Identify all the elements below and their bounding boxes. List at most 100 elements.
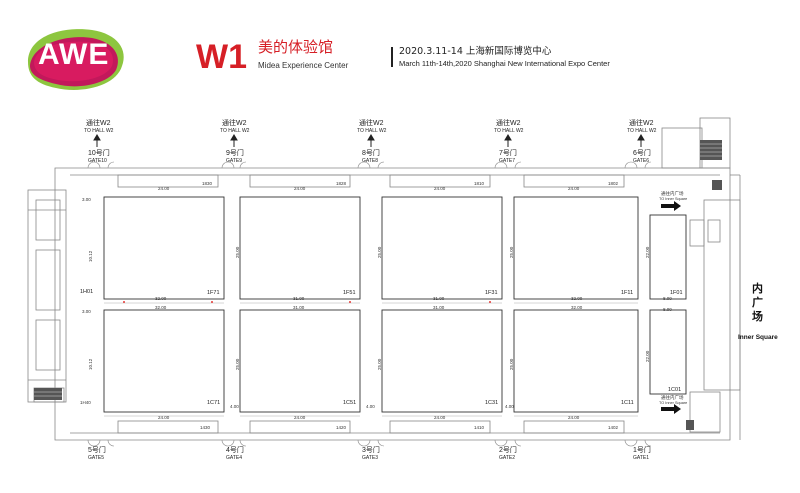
dim-label: 25.00: [509, 358, 514, 370]
dim-label: 31.00: [433, 296, 445, 301]
passage-w2-label-en: TO HALL W2: [494, 128, 524, 134]
dim-label: 24.00: [568, 186, 580, 191]
hall-code: W1: [196, 38, 247, 76]
dim-label: 24.00: [294, 186, 306, 191]
gate-7-label: 7号门: [499, 150, 517, 157]
dim-label: 31.00: [433, 305, 445, 310]
booth-1C31[interactable]: [381, 309, 503, 413]
dim-label: 4.00: [230, 404, 239, 409]
gate-4-label-en: GATE4: [226, 455, 243, 461]
passage-w2-label-en: TO HALL W2: [627, 128, 657, 134]
booths: [103, 196, 687, 413]
to-inner-square-label-en: TO Inner Square: [659, 401, 688, 405]
dim-label: 8.00: [663, 296, 672, 301]
booth-label: 1C31: [485, 400, 499, 406]
hall-walls: [27, 117, 741, 441]
dim-label: 1420: [336, 425, 347, 430]
passage-w2-label-en: TO HALL W2: [220, 128, 250, 134]
passage-w2-label-en: TO HALL W2: [357, 128, 387, 134]
gate-10-label: 10号门: [88, 150, 110, 157]
gate-4-label: 4号门: [226, 447, 244, 454]
booth-label: 1H01: [80, 289, 94, 295]
dim-label: 24.00: [294, 415, 306, 420]
dim-label: 25.00: [235, 246, 240, 258]
dim-label: 1830: [202, 181, 213, 186]
inner-square-label-en: Inner Square: [738, 334, 778, 341]
gate-8-label-en: GATE8: [362, 158, 379, 164]
booth-label: 1C71: [207, 400, 221, 406]
dim-label: 32.00: [571, 305, 583, 310]
gate-10-label-en: GATE10: [88, 158, 107, 164]
dim-label: 1402: [608, 425, 619, 430]
gate-9-label: 9号门: [226, 150, 244, 157]
dim-label: 22.00: [645, 246, 650, 258]
event-date-en: March 11th-14th,2020 Shanghai New Intern…: [399, 59, 610, 68]
dim-label: 1410: [474, 425, 485, 430]
dim-label: 22.00: [645, 350, 650, 362]
booth-1F31[interactable]: [381, 196, 503, 300]
dim-label: 10.12: [88, 358, 93, 370]
dim-label: 32.00: [155, 305, 167, 310]
dim-label: 24.00: [568, 415, 580, 420]
dim-label: 32.00: [571, 296, 583, 301]
hall-name-cn: 美的体验馆: [258, 38, 334, 56]
dim-label: 24.00: [434, 415, 446, 420]
dim-label: 24.00: [158, 415, 170, 420]
booth-label: 1C11: [621, 400, 634, 406]
dim-label: 32.00: [155, 296, 167, 301]
dim-label: 10.12: [88, 250, 93, 262]
dim-label: 25.00: [377, 358, 382, 370]
booth-label: 1C01: [668, 387, 682, 393]
booth-label: 1F31: [485, 290, 498, 296]
booth-1F71[interactable]: [103, 196, 225, 300]
gate-9-label-en: GATE9: [226, 158, 243, 164]
booth-label: 1F71: [207, 290, 220, 296]
bottom-gate-doors: [87, 439, 652, 447]
booth-label: 1C51: [343, 400, 357, 406]
inner-square-label: 内广场: [752, 283, 763, 323]
dim-label: 1H40: [80, 400, 91, 405]
passage-w2-label: 通往W2: [496, 120, 521, 127]
booth-1C01[interactable]: [649, 309, 687, 395]
dim-label: 4.00: [366, 404, 375, 409]
to-inner-square-label: 通往内广场: [661, 395, 684, 400]
gate-3-label-en: GATE3: [362, 455, 379, 461]
passage-w2-label-en: TO HALL W2: [84, 128, 114, 134]
gate-6-label-en: GATE6: [633, 158, 650, 164]
booth-1C51[interactable]: [239, 309, 361, 413]
header-divider: [391, 47, 393, 67]
to-inner-square-label: 通往内广场: [661, 191, 684, 196]
gate-5-label-en: GATE5: [88, 455, 105, 461]
passage-w2-label: 通往W2: [629, 120, 654, 127]
passage-w2-label: 通往W2: [222, 120, 247, 127]
booth-1F01[interactable]: [649, 214, 687, 300]
dim-label: 3.00: [82, 197, 91, 202]
stairs: [34, 140, 722, 430]
gate-1-label: 1号门: [633, 447, 651, 454]
booth-1F51[interactable]: [239, 196, 361, 300]
to-inner-square-label-en: TO Inner Square: [659, 197, 688, 201]
dim-label: 8.00: [663, 307, 672, 312]
booth-1C71[interactable]: [103, 309, 225, 413]
dimension-lines: [104, 302, 638, 417]
dim-label: 1430: [200, 425, 211, 430]
booth-1C11[interactable]: [513, 309, 639, 413]
dim-label: 24.00: [434, 186, 446, 191]
booth-1F11[interactable]: [513, 196, 639, 300]
dim-label: 31.00: [293, 305, 305, 310]
booth-label: 1F11: [621, 290, 634, 296]
passage-w2-label: 通往W2: [359, 120, 384, 127]
awe-logo: [28, 29, 124, 90]
dim-label: 24.00: [158, 186, 170, 191]
gate-7-label-en: GATE7: [499, 158, 516, 164]
gate-2-label: 2号门: [499, 447, 517, 454]
dim-label: 1802: [608, 181, 619, 186]
to-w2-arrows: [93, 134, 645, 147]
booth-label: 1F51: [343, 290, 356, 296]
booth-label: 1F01: [670, 290, 683, 296]
dim-label: 25.00: [509, 246, 514, 258]
gate-8-label: 8号门: [362, 150, 380, 157]
event-date-cn: 2020.3.11-14 上海新国际博览中心: [399, 46, 552, 57]
gate-3-label: 3号门: [362, 447, 380, 454]
gate-5-label: 5号门: [88, 447, 106, 454]
